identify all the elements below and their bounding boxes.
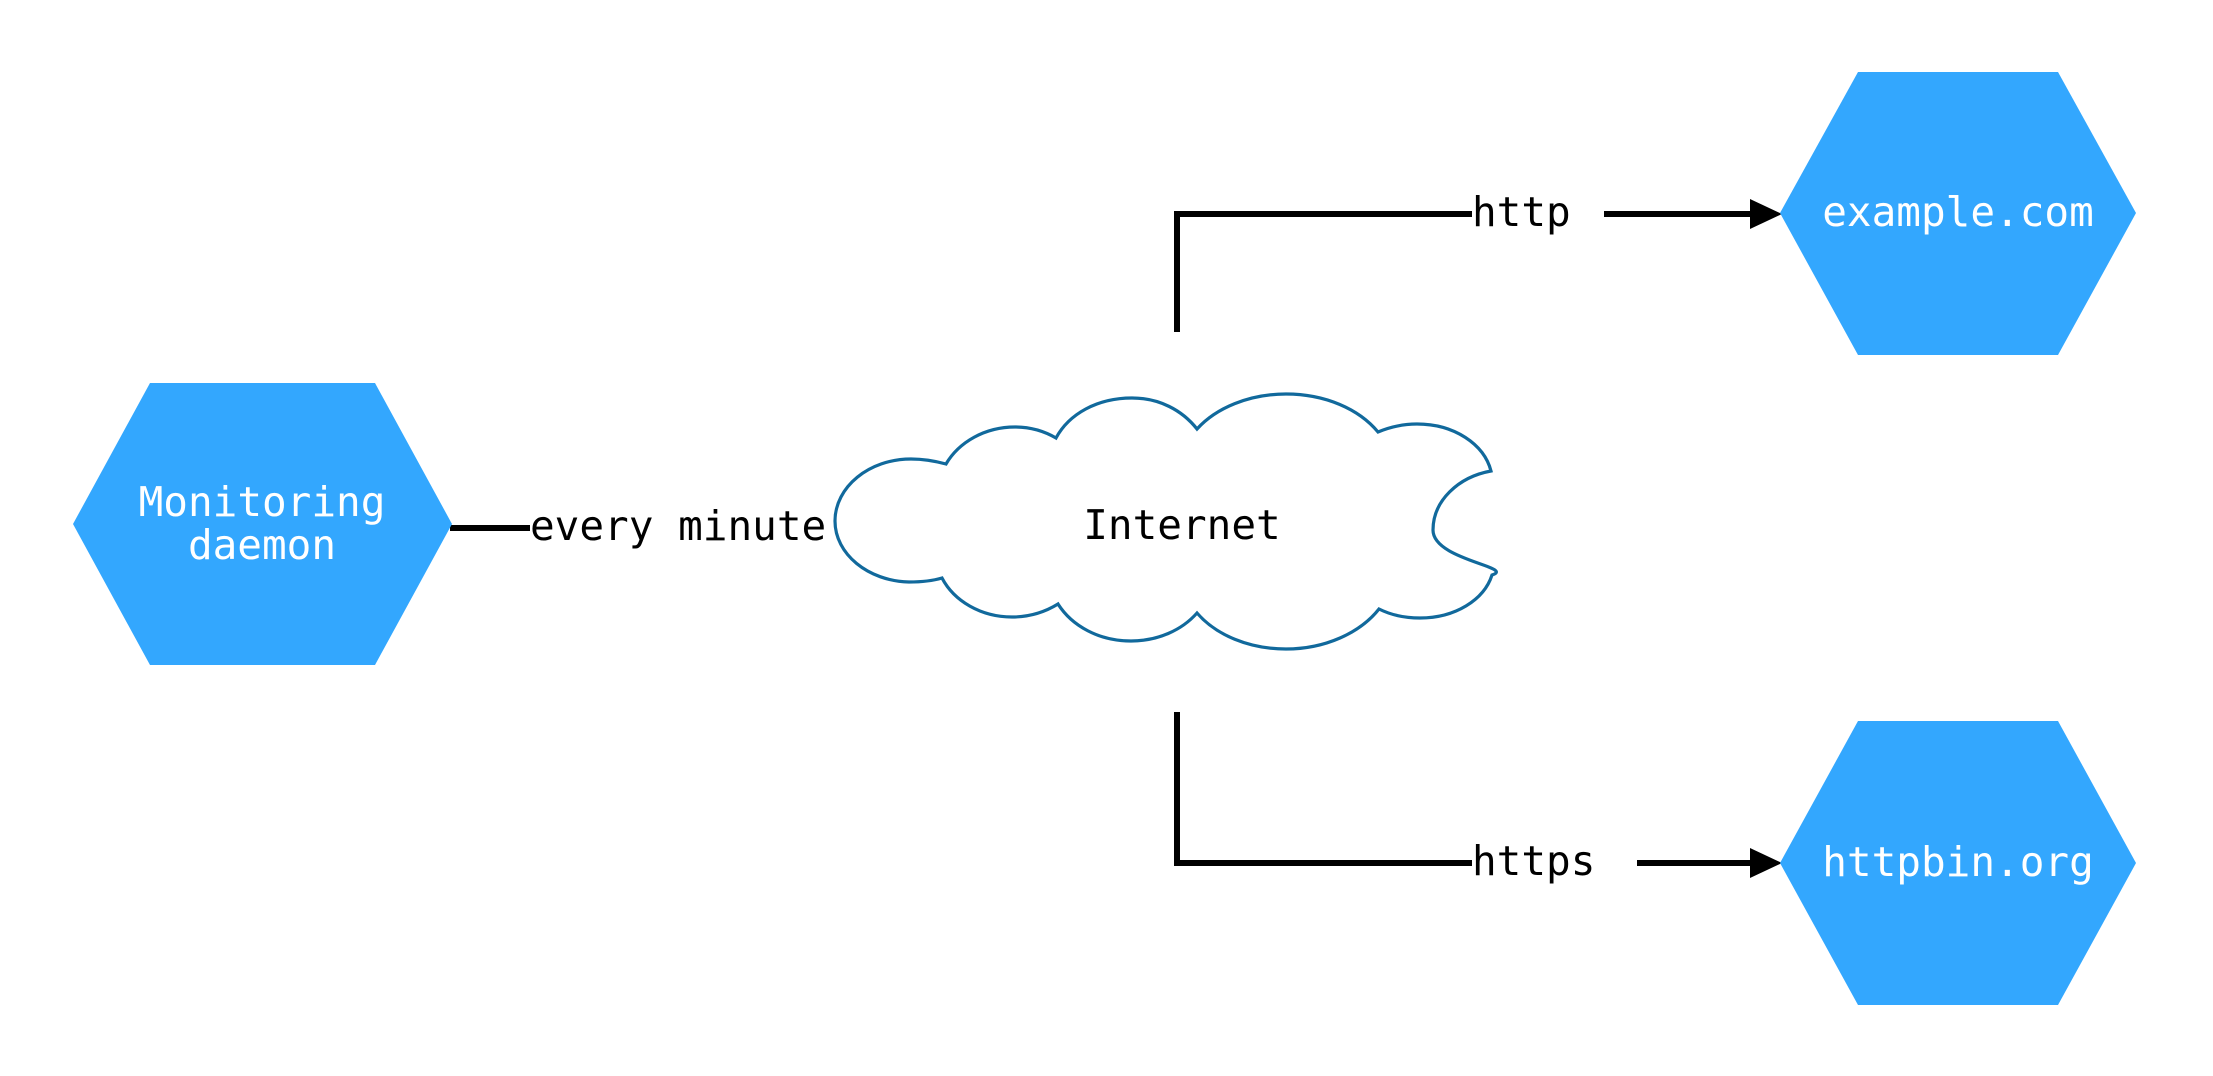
cloud-shape	[833, 392, 1498, 651]
node-label-line2: daemon	[188, 521, 336, 569]
edge-internet-to-example[interactable]: http	[1174, 188, 1782, 332]
edge-label-http: http	[1472, 188, 1571, 236]
hexagon-shape	[73, 383, 452, 665]
edge-path-http	[1174, 211, 1472, 332]
node-label-httpbin-org: httpbin.org	[1822, 838, 2094, 886]
edge-label-every-minute: every minute	[530, 502, 826, 550]
node-label-line1: Monitoring	[139, 478, 386, 526]
hexagon-shape	[1780, 72, 2136, 355]
edge-internet-to-httpbin[interactable]: https	[1174, 712, 1782, 885]
arrowhead-icon	[1750, 848, 1782, 878]
node-example-com[interactable]: example.com	[1780, 72, 2136, 355]
node-internet[interactable]: Internet	[833, 392, 1498, 651]
edge-path-https	[1174, 712, 1472, 866]
edge-daemon-to-internet[interactable]: every minute	[450, 502, 945, 550]
arrowhead-icon	[1750, 199, 1782, 229]
node-label-internet: Internet	[1083, 501, 1280, 549]
node-monitoring-daemon[interactable]: Monitoring daemon	[73, 383, 452, 665]
node-httpbin-org[interactable]: httpbin.org	[1780, 721, 2136, 1005]
hexagon-shape	[1780, 721, 2136, 1005]
node-label-example-com: example.com	[1822, 188, 2094, 236]
edge-label-https: https	[1472, 837, 1595, 885]
